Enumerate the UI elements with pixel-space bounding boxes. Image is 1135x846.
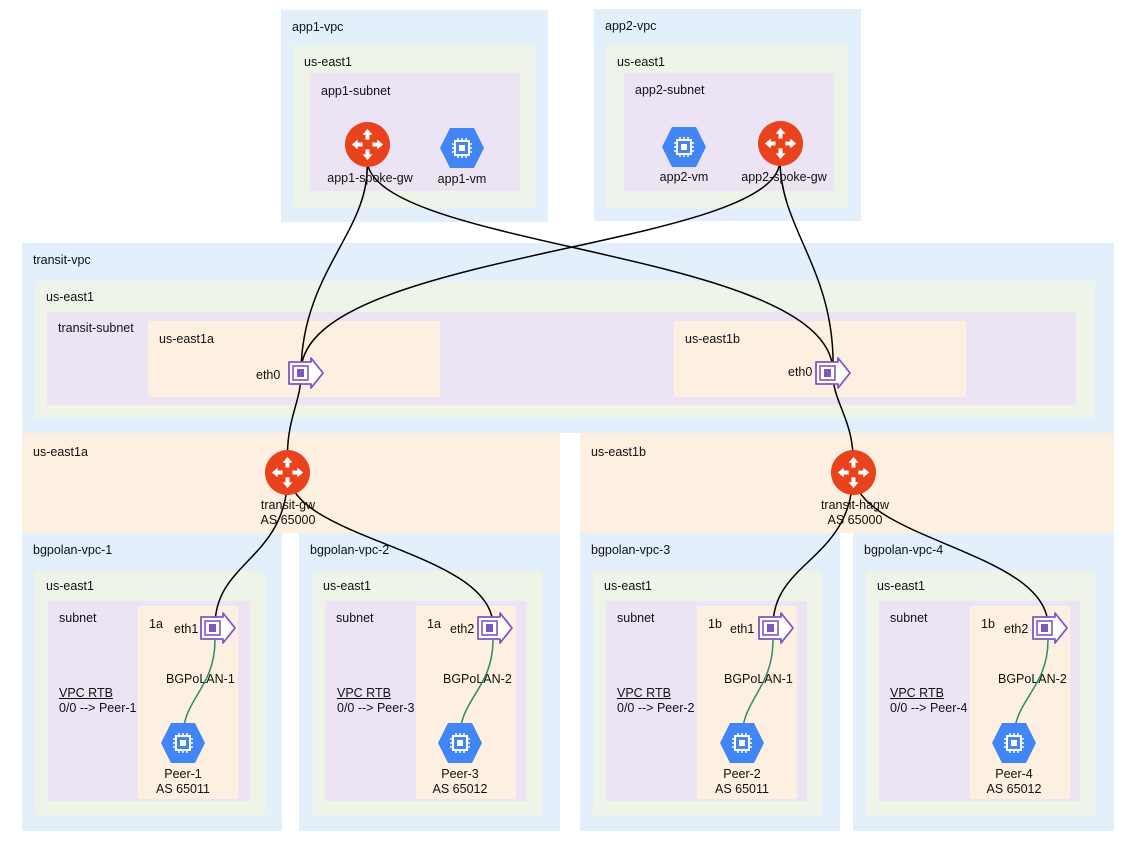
link-hagw-to-vpc3: [772, 471, 854, 627]
bgpolan-vpc-4-link: BGPoLAN-2: [998, 672, 1067, 686]
bgpolan-vpc-3-label: bgpolan-vpc-3: [591, 543, 671, 557]
bgpolan-vpc-3-zone: 1b: [708, 617, 722, 631]
app1-subnet-label: app1-subnet: [321, 84, 391, 98]
link-app1-gw-to-transit-b: [366, 159, 834, 373]
peer-3-asn: AS 65012: [432, 782, 488, 796]
network-interface-icon: [287, 357, 325, 394]
network-interface-icon: [199, 612, 237, 649]
peer-4-name: Peer-4: [995, 767, 1033, 781]
transit-region-label: us-east1: [46, 290, 94, 304]
app2-vm-label: app2-vm: [659, 170, 709, 184]
app2-gw-label: app2-spoke-gw: [741, 170, 827, 184]
app1-gw-label: app1-spoke-gw: [327, 171, 413, 185]
bgpolan-vpc-4-nic: eth2: [1004, 622, 1029, 636]
bgpolan-vpc-4-subnet-label: subnet: [890, 611, 928, 625]
bgpolan-vpc-2-link: BGPoLAN-2: [443, 672, 512, 686]
bgpolan-vpc-4-label: bgpolan-vpc-4: [864, 543, 944, 557]
bgpolan-vpc-3-link: BGPoLAN-1: [724, 672, 793, 686]
bgpolan-vpc-1-region-label: us-east1: [46, 579, 94, 593]
route-table-route: 0/0 --> Peer-1: [59, 701, 137, 715]
link-app2-gw-to-transit-a: [300, 159, 781, 373]
vm-icon: [437, 722, 483, 769]
router-icon: [264, 449, 311, 501]
network-interface-icon: [757, 612, 795, 649]
route-table-title: VPC RTB: [337, 686, 391, 700]
peer-3-name: Peer-3: [441, 767, 479, 781]
peer-1-asn: AS 65011: [156, 782, 210, 796]
router-icon: [830, 449, 877, 501]
link-transit-gw-to-vpc1: [214, 471, 289, 627]
bgpolan-vpc-2-nic: eth2: [450, 622, 475, 636]
route-table-route: 0/0 --> Peer-4: [890, 701, 968, 715]
gw-zone-b-label: us-east1b: [591, 445, 646, 459]
vm-icon: [160, 722, 206, 769]
bgpolan-vpc-4-zone: 1b: [981, 617, 995, 631]
app2-region-label: us-east1: [617, 55, 665, 69]
peer-2-asn: AS 65011: [715, 782, 769, 796]
bgpolan-vpc-1-nic: eth1: [174, 622, 199, 636]
app1-vm-label: app1-vm: [437, 172, 487, 186]
gw-zone-a-label: us-east1a: [33, 445, 88, 459]
transit-gw-asn: AS 65000: [260, 513, 316, 527]
network-interface-icon: [814, 357, 852, 394]
transit-az-b-label: us-east1b: [685, 332, 740, 346]
bgpolan-vpc-1-subnet-label: subnet: [59, 611, 97, 625]
bgpolan-vpc-2-region-label: us-east1: [323, 579, 371, 593]
bgpolan-vpc-1-link: BGPoLAN-1: [166, 672, 235, 686]
network-interface-icon: [476, 612, 514, 649]
transit-subnet-label: transit-subnet: [58, 321, 134, 335]
transit-nic-a-label: eth0: [256, 368, 281, 382]
bgpolan-vpc-1-label: bgpolan-vpc-1: [33, 543, 113, 557]
link-hagw-to-vpc4: [852, 471, 1049, 627]
link-transit-gw-to-vpc2: [287, 471, 494, 627]
route-table-title: VPC RTB: [617, 686, 671, 700]
transit-hagw-asn: AS 65000: [827, 513, 883, 527]
link-app2-gw-to-transit-b: [779, 159, 834, 373]
transit-gw-name: transit-gw: [260, 498, 316, 512]
vm-icon: [661, 126, 707, 173]
bgpolan-vpc-2-zone: 1a: [427, 617, 441, 631]
route-table-title: VPC RTB: [890, 686, 944, 700]
transit-az-a-label: us-east1a: [159, 332, 214, 346]
link-app1-gw-to-transit-a: [300, 159, 368, 373]
bgpolan-vpc-2-label: bgpolan-vpc-2: [310, 543, 390, 557]
route-table-title: VPC RTB: [59, 686, 113, 700]
peer-4-asn: AS 65012: [986, 782, 1042, 796]
route-table-route: 0/0 --> Peer-2: [617, 701, 695, 715]
bgpolan-vpc-3-subnet-label: subnet: [617, 611, 655, 625]
app1-subnet: [310, 73, 520, 191]
bgpolan-vpc-3-nic: eth1: [730, 622, 755, 636]
app2-vpc-label: app2-vpc: [605, 19, 657, 33]
app1-region-label: us-east1: [304, 55, 352, 69]
transit-nic-b-label: eth0: [788, 365, 813, 379]
bgpolan-vpc-3-region-label: us-east1: [604, 579, 652, 593]
transit-hagw-name: transit-hagw: [820, 498, 890, 512]
vm-icon: [719, 722, 765, 769]
peer-1-name: Peer-1: [164, 767, 202, 781]
bgpolan-vpc-4-region-label: us-east1: [877, 579, 925, 593]
bgpolan-vpc-1-zone: 1a: [149, 617, 163, 631]
bgpolan-vpc-2-subnet-label: subnet: [336, 611, 374, 625]
router-icon: [344, 121, 391, 173]
transit-vpc-label: transit-vpc: [33, 253, 91, 267]
vm-icon: [439, 127, 485, 174]
app1-vpc-label: app1-vpc: [292, 20, 344, 34]
vm-icon: [991, 722, 1037, 769]
peer-2-name: Peer-2: [723, 767, 761, 781]
router-icon: [757, 120, 804, 172]
route-table-route: 0/0 --> Peer-3: [337, 701, 415, 715]
app2-subnet-label: app2-subnet: [635, 83, 705, 97]
network-interface-icon: [1031, 612, 1069, 649]
